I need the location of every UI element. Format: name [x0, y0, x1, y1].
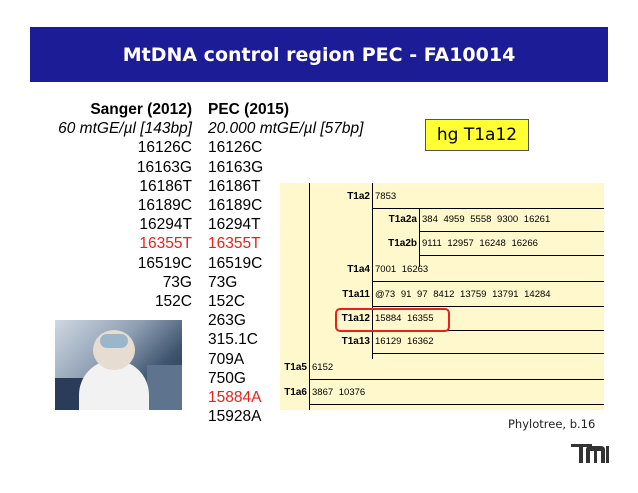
tree-branch-line	[372, 330, 604, 331]
slide-title-text: MtDNA control region PEC - FA10014	[122, 43, 516, 66]
tree-branch-line	[419, 231, 604, 232]
tree-node-label: T1a4	[347, 264, 370, 275]
pec-value: 15928A	[208, 408, 262, 426]
tree-node-mutations: 16129 16362	[375, 336, 434, 347]
pec-subheader: 20.000 mtGE/µl [57bp]	[208, 120, 364, 138]
tree-branch-line	[372, 208, 604, 209]
tree-branch-line	[419, 255, 604, 256]
sanger-subheader: 60 mtGE/µl [143bp]	[58, 120, 192, 138]
lab-photo	[55, 320, 182, 410]
pec-value: 73G	[208, 273, 238, 291]
sanger-value: 152C	[154, 293, 192, 311]
tree-node-mutations: 7001 16263	[375, 264, 429, 275]
tree-node-mutations: 3867 10376	[312, 387, 366, 398]
tree-branch-line	[419, 208, 420, 267]
pec-value: 750G	[208, 369, 246, 387]
tree-branch-line	[309, 183, 310, 410]
pec-value: 16189C	[208, 197, 263, 215]
tree-branch-line	[372, 183, 373, 359]
tree-node-mutations: @73 91 97 8412 13759 13791 14284	[375, 289, 551, 300]
haplogroup-badge: hg T1a12	[425, 119, 529, 151]
pec-value: 709A	[208, 350, 245, 368]
slide-title: MtDNA control region PEC - FA10014	[30, 27, 608, 82]
sanger-value: 16355T	[139, 235, 192, 253]
tree-node-label: T1a2a	[388, 214, 417, 225]
source-credit: Phylotree, b.16	[508, 417, 596, 431]
tree-node-label: T1a11	[342, 289, 370, 300]
tree-node-mutations: 7853	[375, 191, 397, 202]
tree-branch-line	[372, 281, 604, 282]
pec-value: 16186T	[208, 177, 261, 195]
sanger-header: Sanger (2012)	[90, 101, 192, 118]
sanger-value: 16163G	[136, 158, 192, 176]
tree-node-label: T1a13	[341, 336, 370, 347]
sanger-value: 16294T	[139, 216, 192, 234]
tree-node-mutations: 15884 16355	[375, 313, 434, 324]
sanger-value: 16519C	[137, 254, 192, 272]
sanger-value: 73G	[162, 273, 192, 291]
pec-value: 263G	[208, 312, 246, 330]
pec-value: 152C	[208, 293, 246, 311]
pec-value: 16126C	[208, 139, 263, 157]
haplogroup-label: hg T1a12	[436, 125, 518, 145]
tree-branch-line	[309, 404, 604, 405]
tree-node-mutations: 384 4959 5558 9300 16261	[422, 214, 551, 225]
pec-value: 16294T	[208, 216, 261, 234]
tree-node-label: T1a12	[341, 313, 370, 324]
tree-node-label: T1a6	[284, 387, 307, 398]
pec-value: 315.1C	[208, 331, 258, 349]
tree-node-mutations: 9111 12957 16248 16266	[422, 238, 538, 249]
sanger-value: 16186T	[139, 177, 192, 195]
tree-node-label: T1a2	[347, 191, 370, 202]
tree-branch-line	[309, 379, 604, 380]
pec-value: 15884A	[208, 389, 262, 407]
sanger-value: 16189C	[137, 197, 192, 215]
pec-header: PEC (2015)	[208, 101, 289, 118]
institute-logo	[568, 439, 610, 467]
sanger-value: 16126C	[137, 139, 192, 157]
pec-value: 16355T	[208, 235, 261, 253]
tree-node-label: T1a2b	[388, 238, 417, 249]
pec-value: 16163G	[208, 158, 264, 176]
tree-node-mutations: 6152	[312, 362, 334, 373]
tree-branch-line	[372, 306, 604, 307]
tree-branch-line	[372, 353, 604, 354]
pec-value: 16519C	[208, 254, 263, 272]
tree-node-label: T1a5	[284, 362, 307, 373]
tree-highlight-box	[335, 308, 450, 332]
